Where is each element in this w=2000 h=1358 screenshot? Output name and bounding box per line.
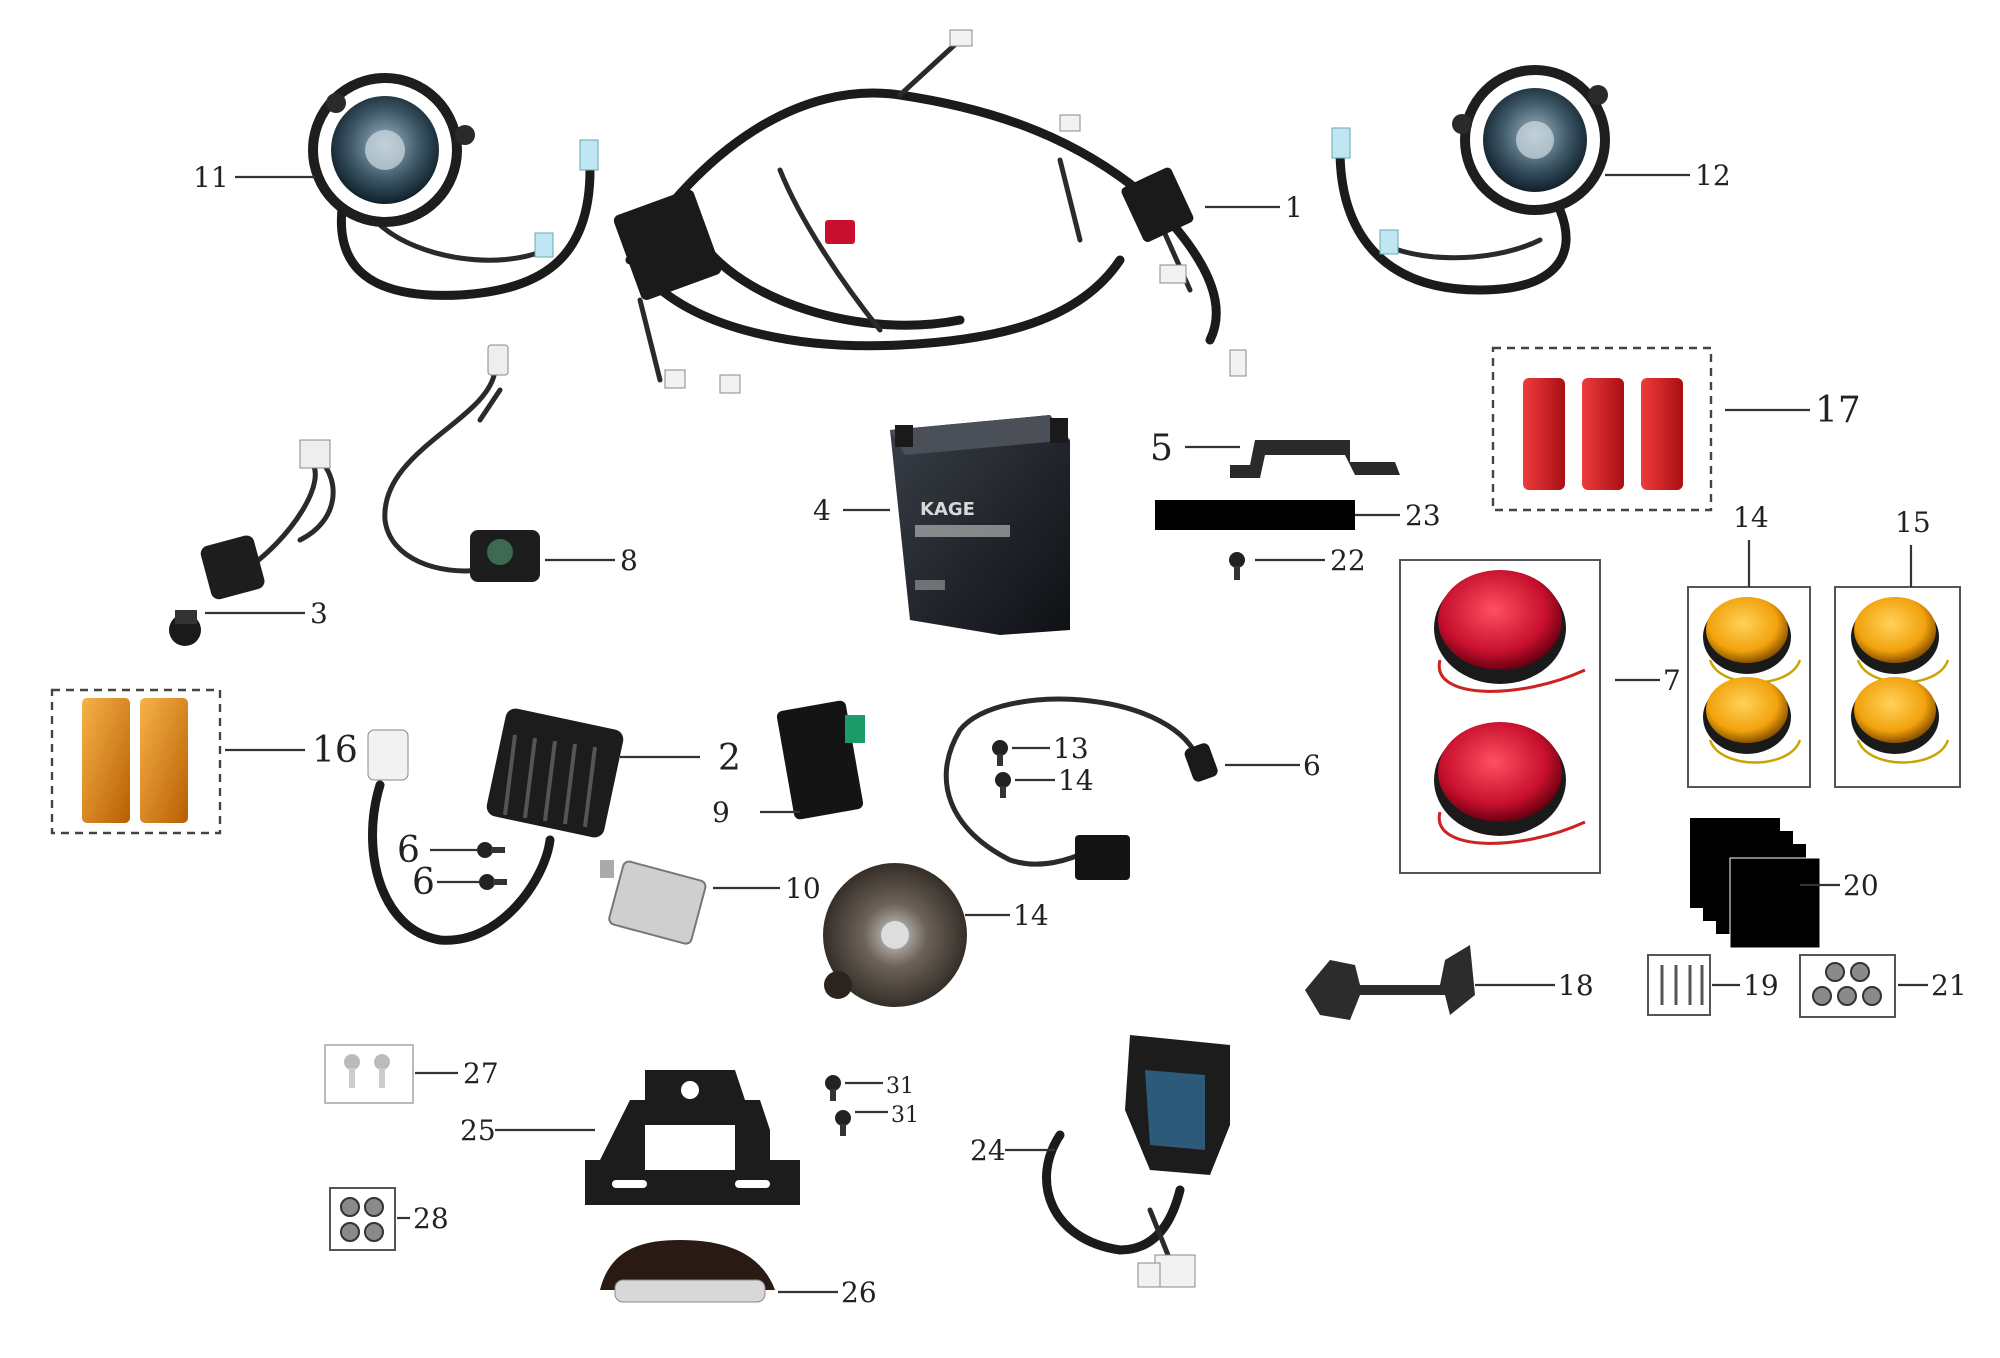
callout-10: 9 — [712, 796, 730, 829]
sensor — [382, 344, 540, 582]
callout-23: 21 — [1931, 969, 1967, 1002]
battery-brand: KAGE — [920, 499, 975, 520]
callout-14b: 14 — [1058, 764, 1094, 797]
callout-28: 26 — [841, 1276, 877, 1309]
screw-14-lower — [995, 772, 1011, 798]
battery-strap — [1155, 500, 1355, 530]
license-plate-light — [600, 1240, 775, 1303]
rubber-pad-stack — [1690, 818, 1821, 949]
callout-12: 11 — [193, 161, 229, 194]
fog-light-right — [1331, 65, 1610, 295]
red-reflector-set — [1491, 346, 1713, 512]
license-plate-bracket — [585, 1070, 800, 1205]
callout-1: 1 — [1285, 191, 1303, 224]
callout-6a: 6 — [397, 830, 420, 871]
fog-light-left — [308, 73, 599, 300]
callout-4: 4 — [813, 494, 831, 527]
callout-25: 23 — [1405, 499, 1441, 532]
callout-7: 6 — [1303, 749, 1321, 782]
screw-31-upper — [825, 1075, 841, 1101]
screw-31-lower — [835, 1110, 851, 1136]
callout-26: 24 — [970, 1134, 1006, 1167]
callout-15: 14 — [1013, 899, 1049, 932]
callout-9: 8 — [620, 544, 638, 577]
cdi-unit — [776, 700, 865, 820]
callout-6b: 6 — [412, 862, 435, 903]
callout-20: 18 — [1558, 969, 1594, 1002]
nut-set-23 — [1799, 954, 1896, 1018]
callout-31a: 31 — [886, 1074, 914, 1099]
callout-19: 17 — [1815, 390, 1861, 431]
screw-set-29 — [324, 1044, 414, 1104]
turn-signal-set-17 — [1834, 586, 1961, 788]
screw-14-upper — [992, 740, 1008, 766]
callout-24: 22 — [1330, 544, 1366, 577]
battery-bracket — [1230, 440, 1400, 478]
callout-3: 3 — [310, 597, 328, 630]
flasher-relay — [600, 860, 707, 945]
horn — [823, 863, 967, 1007]
battery: KAGE — [890, 415, 1070, 635]
callout-30: 28 — [413, 1202, 449, 1235]
nut-set-30 — [329, 1187, 396, 1251]
callout-21: 19 — [1743, 969, 1779, 1002]
screw-6-lower — [479, 874, 507, 890]
callout-27: 25 — [460, 1114, 496, 1147]
dash-display — [1042, 1035, 1230, 1288]
callout-29: 27 — [463, 1057, 499, 1090]
tail-light-set — [1399, 559, 1601, 874]
rivet-set — [1647, 954, 1711, 1016]
amber-reflector-set — [50, 688, 222, 835]
callout-11: 10 — [785, 872, 821, 905]
mounting-bracket — [1305, 945, 1475, 1020]
wiring-harness — [613, 29, 1247, 394]
callout-16: 14 — [1733, 501, 1769, 534]
callout-13: 12 — [1695, 159, 1731, 192]
callout-31b: 31 — [891, 1103, 919, 1128]
callout-18: 16 — [312, 730, 358, 771]
callout-17: 15 — [1895, 506, 1931, 539]
callout-5: 5 — [1150, 428, 1173, 469]
ignition-switch — [169, 439, 336, 646]
turn-signal-set-16 — [1687, 586, 1811, 788]
callout-14a: 13 — [1053, 732, 1089, 765]
regulator-rectifier — [367, 708, 624, 945]
ignition-coil-lead — [943, 696, 1218, 880]
callout-2: 2 — [718, 738, 741, 779]
callout-22: 20 — [1843, 869, 1879, 902]
callout-8: 7 — [1663, 664, 1681, 697]
screw-6-upper — [477, 842, 505, 858]
bolt-24 — [1229, 552, 1245, 580]
